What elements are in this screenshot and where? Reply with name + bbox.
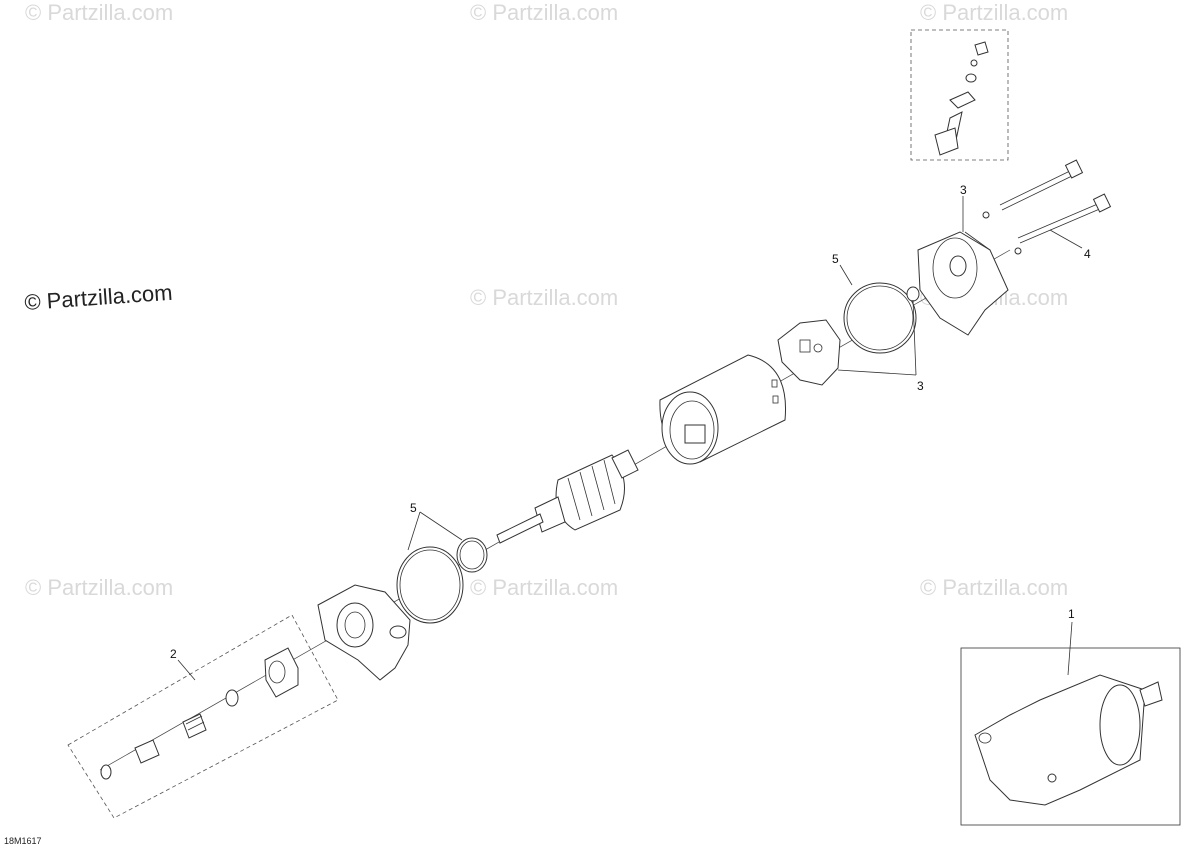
brush-plate-part	[777, 319, 841, 386]
brush-plate	[777, 319, 841, 386]
watermark-text: © Partzilla.com	[470, 575, 618, 600]
armature	[496, 449, 639, 544]
diagram-code: 18M1617	[4, 836, 42, 846]
leader-line	[912, 299, 917, 376]
o-ring-inner	[399, 549, 461, 621]
watermark-text: © Partzilla.com	[920, 575, 1068, 600]
leader-line	[1067, 621, 1073, 676]
callout-5-left: 5	[410, 501, 417, 515]
complete-starter-inset	[960, 647, 1181, 826]
rear-cover-bore	[932, 237, 978, 299]
rear-cover-lip	[964, 231, 991, 251]
armature-winding	[579, 471, 593, 517]
armature-shaft-part	[496, 513, 544, 544]
magnet-part	[684, 424, 706, 444]
collar-part	[134, 739, 160, 764]
bolt-shaft	[999, 169, 1073, 206]
watermark-text: © Partzilla.com	[25, 575, 173, 600]
rear-cover-part	[917, 231, 1009, 336]
armature-core-part	[555, 454, 625, 531]
front-cover-bore	[336, 602, 374, 648]
nut-part	[974, 41, 989, 56]
callout-5-right: 5	[832, 252, 839, 266]
rear-end-cap	[917, 231, 1009, 336]
housing-slot	[772, 395, 779, 404]
snap-ring-part	[225, 689, 239, 707]
armature-winding	[567, 477, 581, 521]
leader-line	[839, 264, 853, 286]
rear-bushing-part	[949, 255, 967, 277]
front-bushing	[344, 611, 366, 639]
starter-mount-hole	[978, 732, 992, 744]
watermark-text: © Partzilla.com	[470, 285, 618, 310]
front-end-cap	[317, 584, 411, 681]
bolt-shaft	[1017, 202, 1101, 239]
small-o-ring-part	[456, 537, 488, 573]
starter-inset-frame	[960, 647, 1181, 826]
armature-winding	[591, 465, 605, 511]
brush-slot	[799, 339, 811, 353]
leader-line	[419, 511, 463, 541]
partzilla-watermark: © Partzilla.com	[24, 280, 174, 315]
leader-line	[1049, 229, 1083, 249]
through-bolts	[982, 159, 1112, 255]
watermark-text: © Partzilla.com	[25, 0, 173, 25]
armature-winding	[603, 459, 616, 505]
housing-inner	[669, 400, 715, 460]
inset-frame	[910, 29, 1009, 161]
starter-bolt	[1047, 773, 1057, 783]
small-ring-part	[906, 286, 920, 302]
callout-4: 4	[1084, 247, 1091, 261]
watermark-text: © Partzilla.com	[920, 0, 1068, 25]
terminal-plate-part	[949, 91, 976, 109]
o-ring-inner	[846, 285, 914, 351]
leader-line	[837, 369, 917, 376]
bolt-shaft	[1019, 207, 1103, 244]
o-ring-part	[396, 546, 464, 624]
bolt-washer-part	[982, 211, 990, 219]
brush-part	[934, 127, 959, 156]
small-o-ring-inner	[459, 540, 485, 570]
drive-gear-part	[264, 647, 299, 698]
callout-2: 2	[170, 647, 177, 661]
spring-coil	[185, 715, 203, 725]
brush-plate-hole	[813, 343, 823, 353]
mounting-ear-hole	[389, 625, 407, 639]
bolt-head-part	[1092, 193, 1112, 213]
bolt-washer-part	[1014, 247, 1022, 255]
motor-housing	[659, 354, 787, 465]
watermark-text: © Partzilla.com	[470, 0, 618, 25]
insulator-part	[965, 73, 977, 83]
callout-3-top: 3	[960, 183, 967, 197]
brush-holder-inset	[910, 29, 1009, 161]
commutator-part	[611, 449, 639, 479]
drive-kit-inset	[67, 614, 339, 819]
o-ring-part	[843, 282, 917, 354]
leader-line	[407, 511, 421, 551]
drive-kit-frame	[67, 614, 339, 819]
bolt-head-part	[1064, 159, 1084, 179]
spring-coil	[187, 721, 205, 731]
bolt-shaft	[1001, 174, 1075, 211]
leader-line	[177, 659, 196, 681]
leader-lines	[177, 196, 1083, 681]
callout-1: 1	[1068, 607, 1075, 621]
starter-end-cap	[1099, 684, 1141, 766]
starter-terminal-part	[1139, 681, 1163, 707]
housing-slot	[771, 379, 778, 388]
washer-part	[970, 59, 978, 67]
retainer-ring-part	[100, 764, 112, 780]
drive-gear-bore	[268, 660, 286, 684]
spring-part	[182, 713, 207, 739]
callout-3-middle: 3	[917, 379, 924, 393]
